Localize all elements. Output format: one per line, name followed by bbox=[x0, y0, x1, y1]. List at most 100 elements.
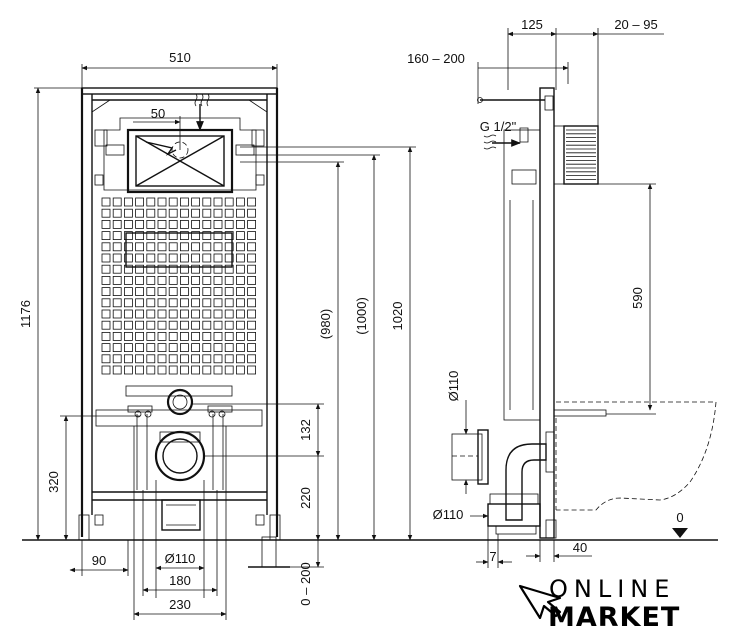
grid-tile bbox=[168, 275, 178, 285]
grid-tile bbox=[247, 197, 257, 207]
dim-320: 320 bbox=[46, 471, 61, 493]
grid-tile bbox=[112, 242, 122, 252]
online-market-logo: ONLINE MARKET bbox=[518, 575, 680, 633]
grid-tile bbox=[224, 343, 234, 353]
grid-tile bbox=[157, 197, 167, 207]
grid-tile bbox=[101, 242, 111, 252]
grid-tile bbox=[168, 343, 178, 353]
grid-tile bbox=[191, 231, 201, 241]
grid-tile bbox=[168, 197, 178, 207]
grid-tile bbox=[202, 287, 212, 297]
grid-tile bbox=[179, 275, 189, 285]
grid-tile bbox=[213, 275, 223, 285]
grid-tile bbox=[101, 309, 111, 319]
dim-510: 510 bbox=[169, 50, 191, 65]
grid-tile bbox=[213, 354, 223, 364]
grid-tile bbox=[101, 287, 111, 297]
cistern bbox=[103, 93, 257, 194]
grid-tile bbox=[247, 365, 257, 375]
grid-tile bbox=[191, 354, 201, 364]
grid-tile bbox=[191, 264, 201, 274]
grid-tile bbox=[191, 343, 201, 353]
logo-line-market: MARKET bbox=[548, 602, 680, 633]
grid-tile bbox=[157, 354, 167, 364]
dim-125: 125 bbox=[521, 17, 543, 32]
grid-tile bbox=[112, 219, 122, 229]
grid-tile bbox=[213, 320, 223, 330]
toilet-bowl-outline bbox=[555, 401, 717, 511]
grid-tile bbox=[235, 320, 245, 330]
grid-tile bbox=[202, 197, 212, 207]
grid-tile bbox=[146, 331, 156, 341]
grid-tile bbox=[146, 309, 156, 319]
dim-dia-110: Ø110 bbox=[165, 551, 196, 566]
grid-tile bbox=[202, 242, 212, 252]
grid-tile bbox=[112, 309, 122, 319]
side-waste-pipes bbox=[451, 429, 555, 535]
grid-tile bbox=[135, 365, 145, 375]
dim-7: 7 bbox=[489, 549, 496, 564]
grid-tile bbox=[191, 287, 201, 297]
dim-220: 220 bbox=[298, 487, 313, 509]
grid-tile bbox=[101, 231, 111, 241]
grid-tile bbox=[247, 354, 257, 364]
grid-tile bbox=[202, 320, 212, 330]
grid-tile bbox=[224, 264, 234, 274]
grid-tile bbox=[202, 275, 212, 285]
grid-tile bbox=[112, 354, 122, 364]
grid-tile bbox=[168, 354, 178, 364]
grid-tile bbox=[235, 354, 245, 364]
service-opening bbox=[125, 232, 233, 268]
grid-tile bbox=[135, 309, 145, 319]
side-dimensions bbox=[463, 28, 688, 568]
grid-tile bbox=[101, 208, 111, 218]
grid-tile bbox=[224, 253, 234, 263]
dim-980: (980) bbox=[318, 309, 333, 339]
grid-tile bbox=[213, 343, 223, 353]
grid-tile bbox=[146, 354, 156, 364]
grid-tile bbox=[157, 298, 167, 308]
dim-dia-110-bottom: Ø110 bbox=[433, 507, 464, 522]
grid-tile bbox=[235, 298, 245, 308]
grid-tile bbox=[224, 242, 234, 252]
grid-tile bbox=[191, 219, 201, 229]
grid-tile bbox=[213, 208, 223, 218]
grid-tile bbox=[157, 219, 167, 229]
grid-tile bbox=[168, 242, 178, 252]
grid-tile bbox=[235, 253, 245, 263]
grid-tile bbox=[179, 287, 189, 297]
grid-tile bbox=[179, 264, 189, 274]
grid-tile bbox=[235, 208, 245, 218]
grid-tile bbox=[168, 208, 178, 218]
grid-tile bbox=[168, 287, 178, 297]
grid-tile bbox=[112, 208, 122, 218]
cursor-arrow-icon bbox=[518, 584, 562, 620]
grid-tile bbox=[235, 231, 245, 241]
grid-tile bbox=[224, 331, 234, 341]
grid-tile bbox=[124, 298, 133, 308]
grid-tile bbox=[135, 343, 145, 353]
grid-tile bbox=[235, 343, 245, 353]
grid-tile bbox=[213, 253, 223, 263]
grid-tile bbox=[179, 331, 189, 341]
grid-tile bbox=[124, 320, 133, 330]
grid-tile bbox=[179, 320, 189, 330]
grid-tile bbox=[202, 365, 212, 375]
grid-tile bbox=[168, 331, 178, 341]
grid-tile bbox=[157, 242, 167, 252]
grid-tile bbox=[202, 354, 212, 364]
grid-tile bbox=[101, 298, 111, 308]
grid-tile bbox=[168, 365, 178, 375]
grid-tile bbox=[202, 253, 212, 263]
grid-tile bbox=[202, 343, 212, 353]
grid-tile bbox=[112, 275, 122, 285]
range-0-200: 0 – 200 bbox=[298, 562, 313, 605]
grid-tile bbox=[124, 343, 133, 353]
grid-tile bbox=[224, 354, 234, 364]
grid-tile bbox=[157, 208, 167, 218]
front-view: 510 50 1176 (980) (1000) 1020 132 220 32… bbox=[18, 50, 416, 620]
grid-tile bbox=[146, 365, 156, 375]
grid-tile bbox=[224, 208, 234, 218]
grid-tile bbox=[247, 343, 257, 353]
grid-tile bbox=[179, 309, 189, 319]
